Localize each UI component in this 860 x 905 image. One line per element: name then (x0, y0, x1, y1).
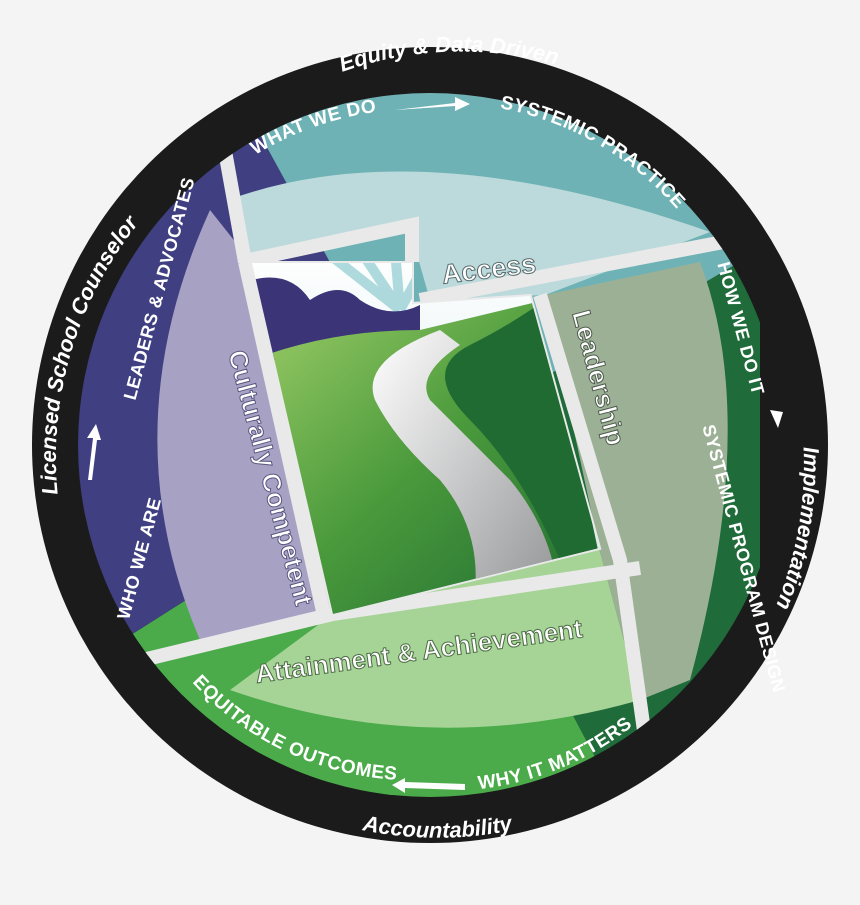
arrow-icons (87, 97, 783, 793)
culturally-fill (157, 210, 333, 640)
divider-top (238, 216, 419, 269)
divider-left (238, 260, 332, 622)
arrow-up-icon (87, 424, 101, 480)
arrow-down-icon (770, 410, 783, 428)
divider-right (418, 228, 762, 307)
leadership-fill (545, 262, 728, 700)
arrow-left-icon (392, 778, 465, 793)
arrow-right-icon (395, 97, 470, 111)
attainment-fill (230, 548, 640, 728)
